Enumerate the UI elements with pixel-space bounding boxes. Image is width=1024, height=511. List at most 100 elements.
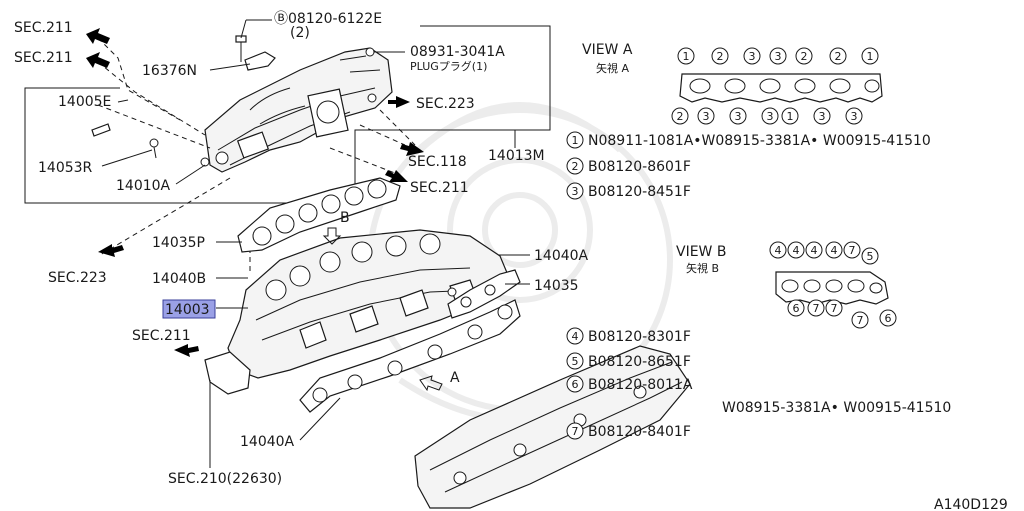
legend-text: B08120-8401F [588,424,691,440]
callout-number: 1 [683,50,690,63]
legend-number: 1 [566,131,584,149]
bolt-14053r-icon [149,138,159,159]
callout-circle [787,241,805,259]
view-a-bottom-callout: 3 [845,107,863,125]
view-b-bottom-callout: 7 [851,311,869,329]
view-a-bottom-callout: 3 [697,107,715,125]
bolt-icon [235,19,272,62]
callout-circle [566,131,584,149]
callout-circle [566,352,584,370]
callout-number: 4 [811,244,818,257]
view-a-top-callout: 1 [677,47,695,65]
legend-entry: W08915-3381A• W00915-41510 [722,400,951,416]
callout-circle [795,47,813,65]
view-b-bottom-callout: 7 [807,299,825,317]
callout-number: 4 [831,244,838,257]
label-plug-code: 08931-3041A [410,44,505,60]
callout-number: 2 [717,50,724,63]
callout-circle [671,107,689,125]
callout-number: 4 [775,244,782,257]
callout-number: 3 [703,110,710,123]
legend-text: B08120-8011A [588,377,693,393]
legend-text: B08120-8451F [588,184,691,200]
view-a-top-callout: 3 [743,47,761,65]
callout-circle [843,241,861,259]
view-a-subtitle: 矢視 A [596,61,629,75]
callout-circle [566,157,584,175]
label-sec211-d: SEC.211 [132,328,191,344]
callout-circle [861,247,879,265]
label-bolt-qty: (2) [290,25,310,41]
arrow-sec223-b-icon [98,244,124,257]
callout-number: 7 [572,425,579,438]
b-circle-label: Ⓑ [274,11,288,27]
label-sec223-b: SEC.223 [48,270,107,286]
arrow-view-b-icon [322,227,342,245]
gasket-14035p [237,177,401,253]
intake-collector [200,47,393,173]
label-14010a: 14010A [116,178,171,194]
label-14005e: 14005E [58,94,111,110]
leader-lines [101,63,530,468]
view-b-top-callout: 4 [805,241,823,259]
callout-circle [761,107,779,125]
view-b-bottom-callout: 6 [787,299,805,317]
callout-circle [787,299,805,317]
legend-number: 6 [566,375,584,393]
legend-entry: 3 B08120-8451F [566,182,691,200]
callout-number: 3 [819,110,826,123]
callout-number: 3 [775,50,782,63]
highlight-14003 [162,299,216,319]
legend-number: 7 [566,422,584,440]
callout-circle [566,375,584,393]
direction-arrows [86,28,443,392]
callout-number: 6 [572,378,579,391]
cylinder-head [414,345,691,509]
legend-entry: 7 B08120-8401F [566,422,691,440]
plate-14005e [91,123,111,137]
callout-number: 6 [793,302,800,315]
intake-manifold-14003 [204,229,511,395]
callout-number: 3 [749,50,756,63]
view-a-title: VIEW A [582,42,633,58]
label-bolt-code: Ⓑ08120-6122E [274,11,382,27]
legend-text: W08915-3381A• W00915-41510 [722,400,951,416]
view-b-top-callout: 5 [861,247,879,265]
callout-circle [879,309,897,327]
label-14040a-top: 14040A [534,248,589,264]
legend-text: B08120-8601F [588,159,691,175]
callout-circle [566,422,584,440]
callout-number: 6 [885,312,892,325]
label-14040a-bot: 14040A [240,434,295,450]
legend-number: 5 [566,352,584,370]
bracket-16376n [244,51,276,71]
callout-circle [566,182,584,200]
view-a-bottom-callout: 3 [729,107,747,125]
callout-number: 1 [867,50,874,63]
arrow-sec223-a-icon [388,96,410,108]
callout-number: 7 [813,302,820,315]
callout-number: 4 [793,244,800,257]
collector-group-frame [24,25,551,204]
callout-number: 2 [835,50,842,63]
callout-number: 7 [831,302,838,315]
legend-number: 3 [566,182,584,200]
callout-circle [861,47,879,65]
callout-number: 3 [767,110,774,123]
callout-number: 2 [677,110,684,123]
callout-number: 3 [572,185,579,198]
view-b-top-callout: 4 [787,241,805,259]
gasket-14040a-upper [447,269,521,319]
label-14003[interactable]: 14003 [165,302,210,318]
label-plug-desc: PLUGプラグ(1) [410,59,487,73]
view-b-title: VIEW B [676,244,726,260]
callout-circle [813,107,831,125]
figure-id: A140D129 [934,497,1008,511]
bolt-top-code: 08120-6122E [288,11,382,27]
